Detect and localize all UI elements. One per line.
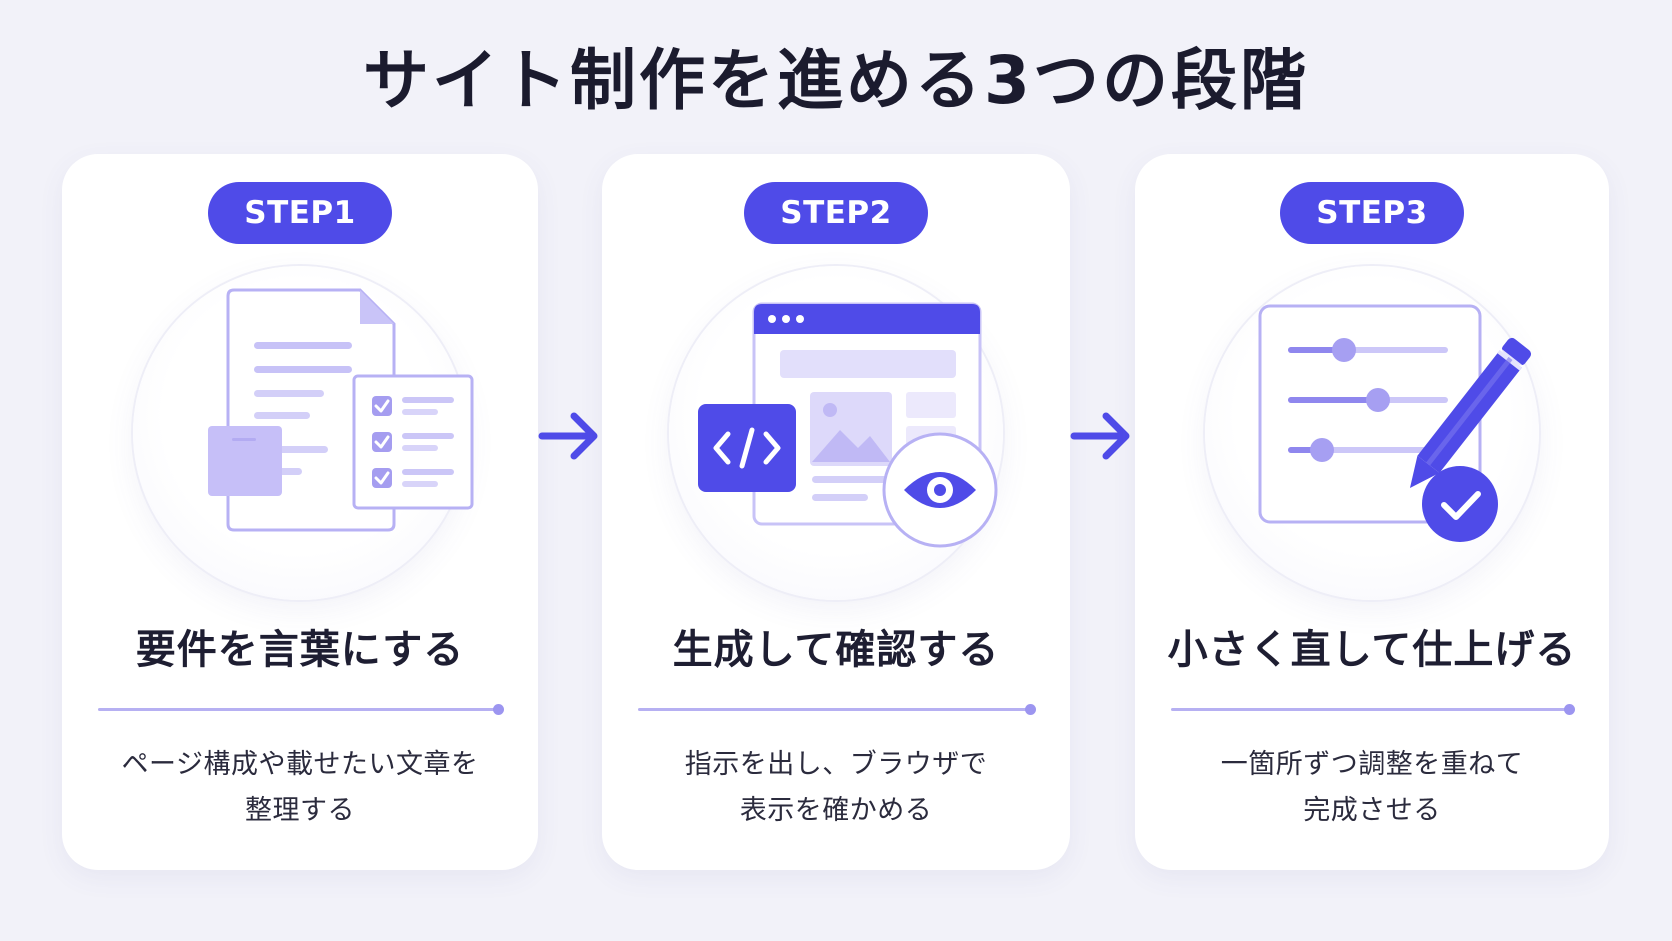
divider-dot (1564, 704, 1575, 715)
desc-line: 一箇所ずつ調整を重ねて (1220, 749, 1524, 780)
desc-line: 表示を確かめる (739, 795, 933, 826)
page-title: サイト制作を進める3つの段階 (363, 42, 1309, 119)
step-description-3: 一箇所ずつ調整を重ねて 完成させる (1135, 742, 1609, 834)
step-badge-2: STEP2 (744, 182, 928, 244)
desc-line: 完成させる (1303, 795, 1441, 826)
arrow-right-icon (538, 412, 598, 460)
step-badge-1: STEP1 (208, 182, 392, 244)
step-description-1: ページ構成や載せたい文章を 整理する (62, 742, 538, 834)
step-badge-3: STEP3 (1280, 182, 1464, 244)
divider-dot (493, 704, 504, 715)
desc-line: 指示を出し、ブラウザで (684, 749, 988, 780)
divider-dot (1025, 704, 1036, 715)
step-card-3: STEP3 小さく直して仕上げる 一箇所ずつ調整を重ねて 完成させる (1135, 154, 1609, 870)
browser-code-eye-icon (698, 302, 998, 548)
arrow-right-icon (1070, 412, 1130, 460)
step-heading-2: 生成して確認する (672, 627, 1000, 673)
sliders-pencil-check-icon (1258, 304, 1532, 542)
divider-1 (98, 704, 504, 715)
document-checklist-icon (208, 288, 474, 532)
desc-line: ページ構成や載せたい文章を (121, 749, 479, 780)
step-description-2: 指示を出し、ブラウザで 表示を確かめる (602, 742, 1070, 834)
step-heading-1: 要件を言葉にする (135, 627, 465, 673)
step-card-1: STEP1 (62, 154, 538, 870)
divider-3 (1171, 704, 1575, 715)
step-heading-3: 小さく直して仕上げる (1167, 627, 1577, 673)
divider-2 (638, 704, 1036, 715)
desc-line: 整理する (245, 795, 355, 826)
step-card-2: STEP2 生成して確認する 指示を出し、ブラウザで 表示を確かめる (602, 154, 1070, 870)
